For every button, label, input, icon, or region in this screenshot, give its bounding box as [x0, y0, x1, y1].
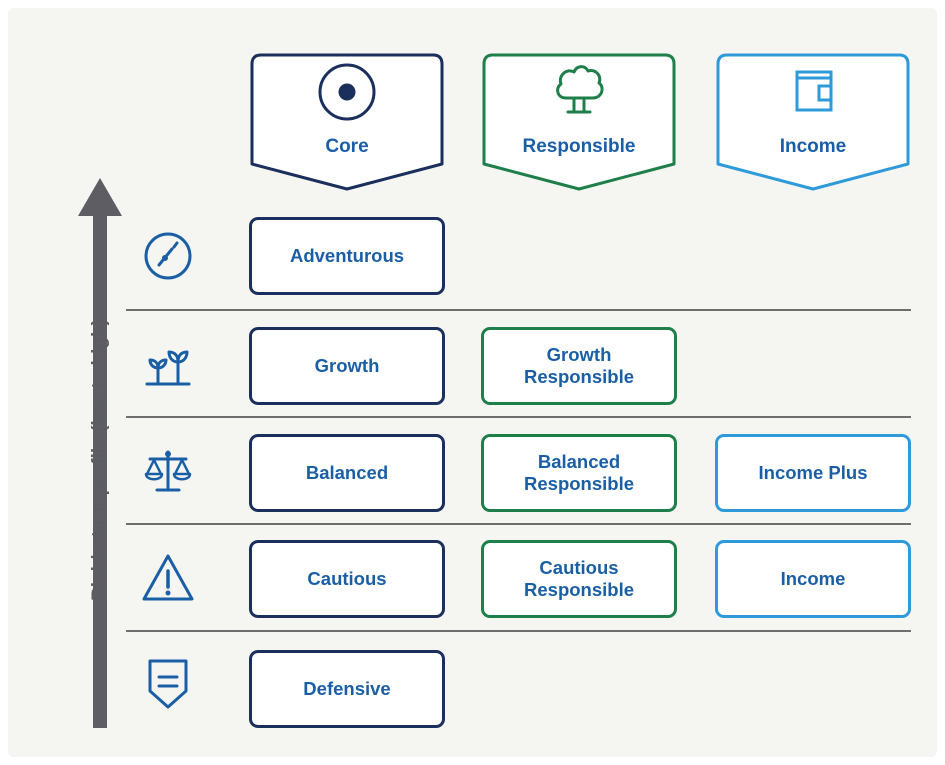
column-header-income: Income [715, 52, 911, 192]
fund-box-balanced[interactable]: Balanced [249, 434, 445, 512]
tree-icon [556, 65, 604, 114]
fund-label-line: Responsible [524, 579, 634, 600]
fund-label: Income [780, 568, 846, 589]
scales-icon [144, 450, 192, 492]
fund-label: Balanced [305, 462, 389, 483]
axis-label: Risk/return profile (low to high) [89, 319, 110, 601]
fund-box-cautious-responsible[interactable]: Cautious Responsible [481, 540, 677, 618]
target-icon [318, 63, 376, 121]
row-divider [126, 630, 911, 632]
fund-box-growth[interactable]: Growth [249, 327, 445, 405]
fund-box-adventurous[interactable]: Adventurous [249, 217, 445, 295]
fund-box-balanced-responsible[interactable]: Balanced Responsible [481, 434, 677, 512]
column-label-responsible: Responsible [522, 136, 636, 157]
fund-box-income[interactable]: Income [715, 540, 911, 618]
fund-box-cautious[interactable]: Cautious [249, 540, 445, 618]
fund-label-line: Responsible [524, 473, 634, 494]
axis-arrow [78, 178, 122, 728]
column-header-core: Core [249, 52, 445, 192]
row-divider [126, 523, 911, 525]
fund-label-line: Growth [546, 344, 612, 365]
sprout-icon [145, 350, 191, 386]
wallet-icon [795, 70, 833, 112]
fund-label-line: Cautious [539, 557, 619, 578]
column-label-core: Core [325, 136, 369, 157]
warning-icon [142, 554, 194, 601]
fund-label: Growth [314, 355, 380, 376]
column-label-income: Income [779, 136, 847, 157]
fund-box-income-plus[interactable]: Income Plus [715, 434, 911, 512]
column-header-responsible: Responsible [481, 52, 677, 192]
fund-box-growth-responsible[interactable]: Growth Responsible [481, 327, 677, 405]
compass-icon [144, 232, 192, 280]
fund-box-defensive[interactable]: Defensive [249, 650, 445, 728]
row-divider [126, 416, 911, 418]
fund-label-line: Responsible [524, 366, 634, 387]
fund-label: Defensive [303, 678, 391, 699]
row-divider [126, 309, 911, 311]
fund-label-line: Balanced [537, 451, 621, 472]
fund-label: Adventurous [289, 245, 405, 266]
shield-icon [148, 659, 188, 709]
fund-label: Cautious [307, 568, 387, 589]
fund-label: Income Plus [758, 462, 868, 483]
